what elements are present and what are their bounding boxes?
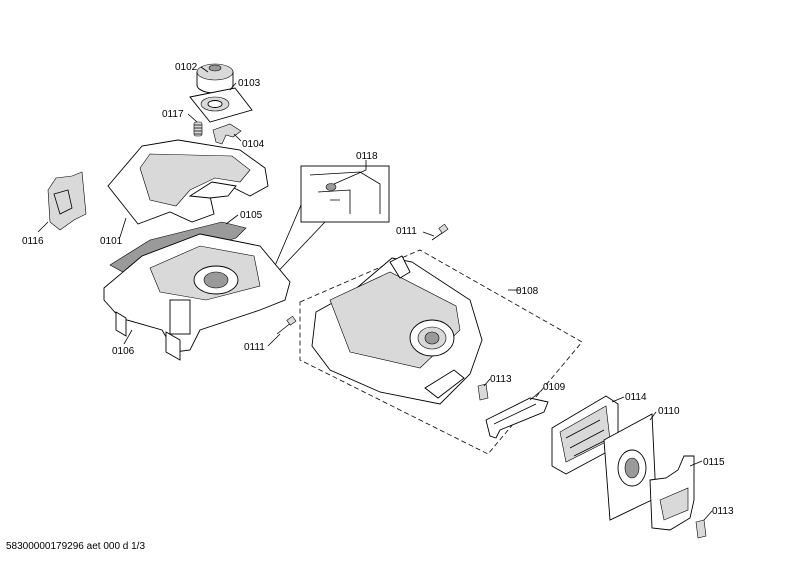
base-frame-part <box>103 233 291 361</box>
label-0109[interactable]: 0109 <box>543 382 566 393</box>
label-0118[interactable]: 0118 <box>356 151 378 162</box>
label-0116[interactable]: 0116 <box>22 236 44 247</box>
motor-seal-part <box>189 87 253 123</box>
label-0113-upper[interactable]: 0113 <box>490 374 512 385</box>
label-0103[interactable]: 0103 <box>238 78 261 89</box>
label-0113-lower[interactable]: 0113 <box>712 506 734 517</box>
screw-bottom-part <box>276 315 297 335</box>
filter-frame-part <box>551 395 619 475</box>
label-0106[interactable]: 0106 <box>112 346 135 357</box>
spring-part <box>193 121 203 137</box>
label-0108[interactable]: 0108 <box>516 286 539 297</box>
label-0111-top[interactable]: 0111 <box>396 226 417 237</box>
document-footer: 58300000179296 aet 000 d 1/3 <box>6 541 146 552</box>
clip-part-upper <box>477 383 489 401</box>
label-0101[interactable]: 0101 <box>100 236 123 247</box>
label-0110[interactable]: 0110 <box>658 406 680 417</box>
label-0117[interactable]: 0117 <box>162 109 184 120</box>
label-0111-bottom[interactable]: 0111 <box>244 342 265 353</box>
housing-part <box>311 255 483 405</box>
bag-holder-part <box>649 455 695 531</box>
handle-part <box>47 171 87 231</box>
screw-top-part <box>431 223 449 241</box>
label-0115[interactable]: 0115 <box>703 457 725 468</box>
lid-part <box>485 397 549 439</box>
label-0114[interactable]: 0114 <box>625 392 647 403</box>
leader-lines <box>37 66 713 521</box>
label-0102[interactable]: 0102 <box>175 62 198 73</box>
detail-inset <box>267 165 390 283</box>
dust-bag-part <box>603 413 657 521</box>
button-part <box>212 123 242 145</box>
top-cover-part <box>107 139 269 225</box>
part-labels: 0102 0103 0117 0104 0118 0116 0101 0105 … <box>22 62 734 517</box>
label-0105[interactable]: 0105 <box>240 210 263 221</box>
clip-part-lower <box>695 519 707 539</box>
label-0104[interactable]: 0104 <box>242 139 265 150</box>
